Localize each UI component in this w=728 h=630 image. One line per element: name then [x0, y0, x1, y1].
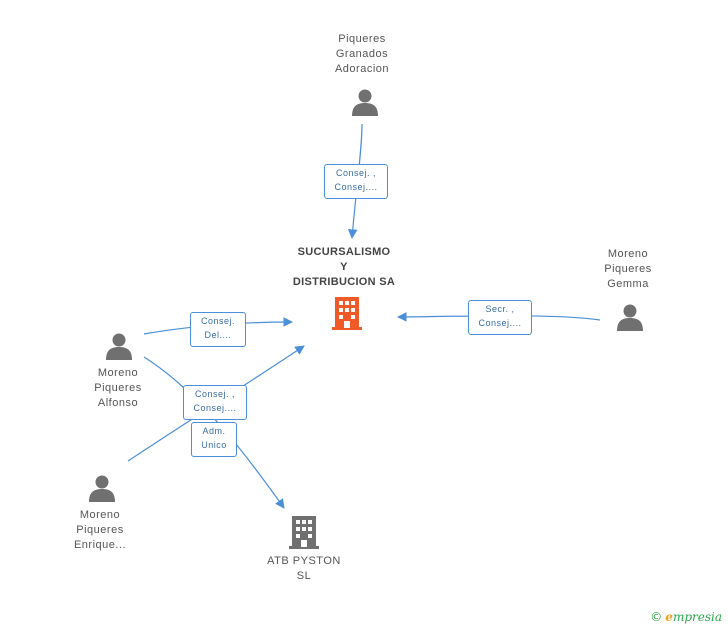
label-line: ATB PYSTON	[267, 555, 341, 567]
relation-line: Secr. ,	[485, 304, 515, 314]
relation-box-granados-main[interactable]: Consej. , Consej....	[324, 164, 388, 199]
node-label-moreno-enrique[interactable]: Moreno Piqueres Enrique...	[60, 508, 140, 553]
label-line: SUCURSALISMO	[297, 246, 391, 258]
label-line: Piqueres	[76, 524, 124, 536]
relation-line: Consej....	[478, 318, 522, 328]
relation-line: Consej. ,	[194, 389, 236, 399]
label-line: Y	[340, 261, 348, 273]
relation-line: Consej.	[200, 316, 235, 326]
brand-name: mpresia	[672, 610, 722, 624]
node-label-atb-pyston[interactable]: ATB PYSTON SL	[254, 554, 354, 584]
label-line: Piqueres	[604, 263, 652, 275]
person-icon[interactable]	[89, 475, 115, 503]
label-line: Granados	[335, 48, 389, 60]
relation-box-alfonso-atb[interactable]: Adm. Unico	[191, 422, 237, 457]
label-line: DISTRIBUCION SA	[292, 276, 396, 288]
building-icon[interactable]	[332, 297, 362, 330]
relation-line: Consej....	[334, 182, 378, 192]
node-label-moreno-alfonso[interactable]: Moreno Piqueres Alfonso	[78, 366, 158, 411]
relation-line: Consej....	[193, 403, 237, 413]
person-icon[interactable]	[617, 304, 643, 332]
relation-line: Adm.	[202, 426, 226, 436]
relation-line: Del....	[204, 330, 232, 340]
label-line: Enrique...	[73, 539, 127, 551]
relation-line: Consej. ,	[335, 168, 377, 178]
relation-box-gemma-main[interactable]: Secr. , Consej....	[468, 300, 532, 335]
label-line: Alfonso	[97, 397, 139, 409]
node-label-piqueres-granados[interactable]: Piqueres Granados Adoracion	[312, 32, 412, 77]
copyright-icon: ©	[650, 610, 663, 624]
label-line: SL	[296, 570, 312, 582]
relation-line: Unico	[201, 440, 227, 450]
label-line: Moreno	[607, 248, 649, 260]
label-line: Piqueres	[94, 382, 142, 394]
person-icon[interactable]	[352, 89, 378, 117]
node-label-main-company[interactable]: SUCURSALISMO Y DISTRIBUCION SA	[284, 245, 404, 290]
brand-first-letter: e	[665, 610, 673, 624]
person-icon[interactable]	[106, 333, 132, 361]
label-line: Piqueres	[338, 33, 386, 45]
relation-box-enrique-main[interactable]: Consej. , Consej....	[183, 385, 247, 420]
label-line: Adoracion	[334, 63, 390, 75]
node-label-moreno-gemma[interactable]: Moreno Piqueres Gemma	[588, 247, 668, 292]
building-icon[interactable]	[289, 516, 319, 549]
brand-footer[interactable]: ©empresia	[650, 610, 722, 624]
label-line: Gemma	[607, 278, 649, 290]
label-line: Moreno	[97, 367, 139, 379]
label-line: Moreno	[79, 509, 121, 521]
relation-box-alfonso-main[interactable]: Consej. Del....	[190, 312, 246, 347]
